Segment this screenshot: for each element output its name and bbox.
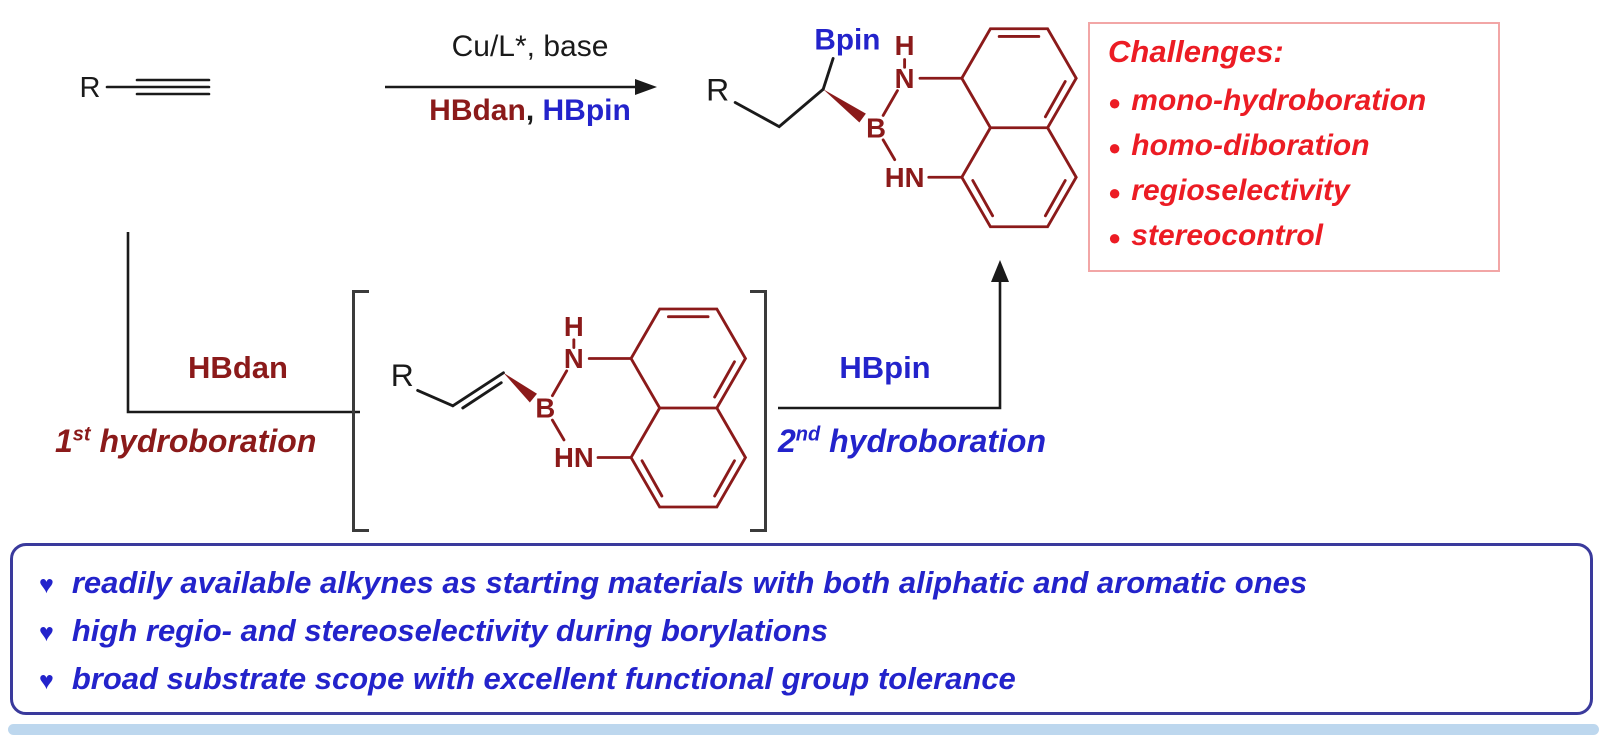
reagent-hbpin-label: HBpin bbox=[542, 94, 631, 127]
intermediate-bdan-ring bbox=[550, 307, 748, 509]
intermediate-boron-label: B bbox=[535, 393, 555, 424]
product-bpin-label: Bpin bbox=[814, 24, 880, 57]
reagent-separator: , bbox=[525, 94, 543, 127]
bullet-icon: ● bbox=[1108, 90, 1122, 115]
product-bdan-ring bbox=[881, 27, 1078, 229]
reaction-arrow bbox=[385, 79, 657, 95]
triple-bond bbox=[105, 78, 211, 96]
bullet-icon: ● bbox=[1108, 225, 1122, 250]
product-boron-label: B bbox=[866, 112, 886, 143]
challenge-item-label: homo-diboration bbox=[1131, 129, 1370, 162]
step1-ordinal-suffix: st bbox=[72, 423, 91, 446]
highlight-item-label: high regio- and stereoselectivity during… bbox=[71, 613, 829, 649]
intermediate-vinyl-bonds bbox=[416, 371, 505, 410]
challenge-item-label: regioselectivity bbox=[1131, 174, 1350, 207]
highlight-item-label: readily available alkynes as starting ma… bbox=[71, 565, 1308, 600]
bullet-icon: ● bbox=[1108, 180, 1122, 205]
highlight-item-label: broad substrate scope with excellent fun… bbox=[71, 661, 1016, 697]
heart-bullet-icon: ♥ bbox=[39, 571, 54, 599]
product-chain-bonds bbox=[733, 57, 835, 129]
reagent-hbdan-label: HBdan bbox=[429, 94, 526, 127]
arrow-head bbox=[635, 79, 657, 95]
challenge-item: ● homo-diboration bbox=[1108, 123, 1484, 168]
step1-text: hydroboration bbox=[90, 423, 317, 459]
intermediate-hn-label: HN bbox=[554, 442, 594, 473]
step2-text: hydroboration bbox=[820, 423, 1046, 459]
bottom-accent-bar bbox=[8, 724, 1599, 735]
challenge-item: ● stereocontrol bbox=[1108, 213, 1484, 258]
intermediate-wedge-bond bbox=[503, 372, 537, 403]
step2-number: 2 bbox=[778, 423, 796, 459]
product-nh-hydrogen-label: H bbox=[895, 30, 915, 61]
step2-ordinal-suffix: nd bbox=[795, 423, 821, 446]
product-hn-label: HN bbox=[885, 162, 925, 193]
intermediate-nitrogen-label: N bbox=[564, 343, 584, 374]
challenge-item: ● mono-hydroboration bbox=[1108, 78, 1484, 123]
step2-arrow bbox=[778, 260, 1009, 410]
product-structure: R Bpin B N H HN bbox=[706, 24, 1078, 229]
step1-connector-line bbox=[126, 232, 360, 414]
challenge-item: ● regioselectivity bbox=[1108, 168, 1484, 213]
highlight-item: ♥ high regio- and stereoselectivity durin… bbox=[39, 607, 1580, 655]
alkyne-substrate-structure: R bbox=[80, 72, 211, 104]
step2-hydroboration-label: 2nd hydroboration bbox=[778, 423, 1046, 460]
step2-reagent-label: HBpin bbox=[839, 350, 931, 385]
heart-bullet-icon: ♥ bbox=[39, 667, 54, 696]
step1-hydroboration-label: 1st hydroboration bbox=[55, 423, 316, 460]
reagents-label: HBdan, HBpin bbox=[370, 94, 690, 128]
product-wedge-bond bbox=[823, 89, 866, 123]
highlight-item: ♥ broad substrate scope with excellent fu… bbox=[39, 655, 1580, 703]
intermediate-r-label: R bbox=[391, 357, 414, 393]
highlight-item: ♥ readily available alkynes as starting m… bbox=[39, 559, 1580, 607]
right-bracket bbox=[750, 290, 767, 532]
intermediate-nh-hydrogen-label: H bbox=[564, 311, 584, 342]
step1-number: 1 bbox=[55, 423, 73, 459]
bullet-icon: ● bbox=[1108, 135, 1122, 160]
step1-reagent-label: HBdan bbox=[188, 350, 288, 385]
intermediate-structure: R B N H HN bbox=[391, 307, 748, 509]
left-bracket bbox=[352, 290, 369, 532]
arrow-head bbox=[991, 260, 1009, 282]
product-r-label: R bbox=[706, 71, 729, 107]
challenge-item-label: mono-hydroboration bbox=[1131, 84, 1427, 117]
alkyne-r-label: R bbox=[80, 72, 101, 104]
heart-bullet-icon: ♥ bbox=[39, 619, 54, 648]
product-nitrogen-label: N bbox=[895, 63, 915, 94]
highlights-box: ♥ readily available alkynes as starting m… bbox=[10, 543, 1593, 715]
challenges-box: Challenges: ● mono-hydroboration ● homo-di… bbox=[1088, 22, 1500, 272]
challenges-title: Challenges: bbox=[1108, 34, 1284, 69]
challenge-item-label: stereocontrol bbox=[1131, 219, 1324, 252]
conditions-label: Cu/L*, base bbox=[451, 30, 609, 63]
